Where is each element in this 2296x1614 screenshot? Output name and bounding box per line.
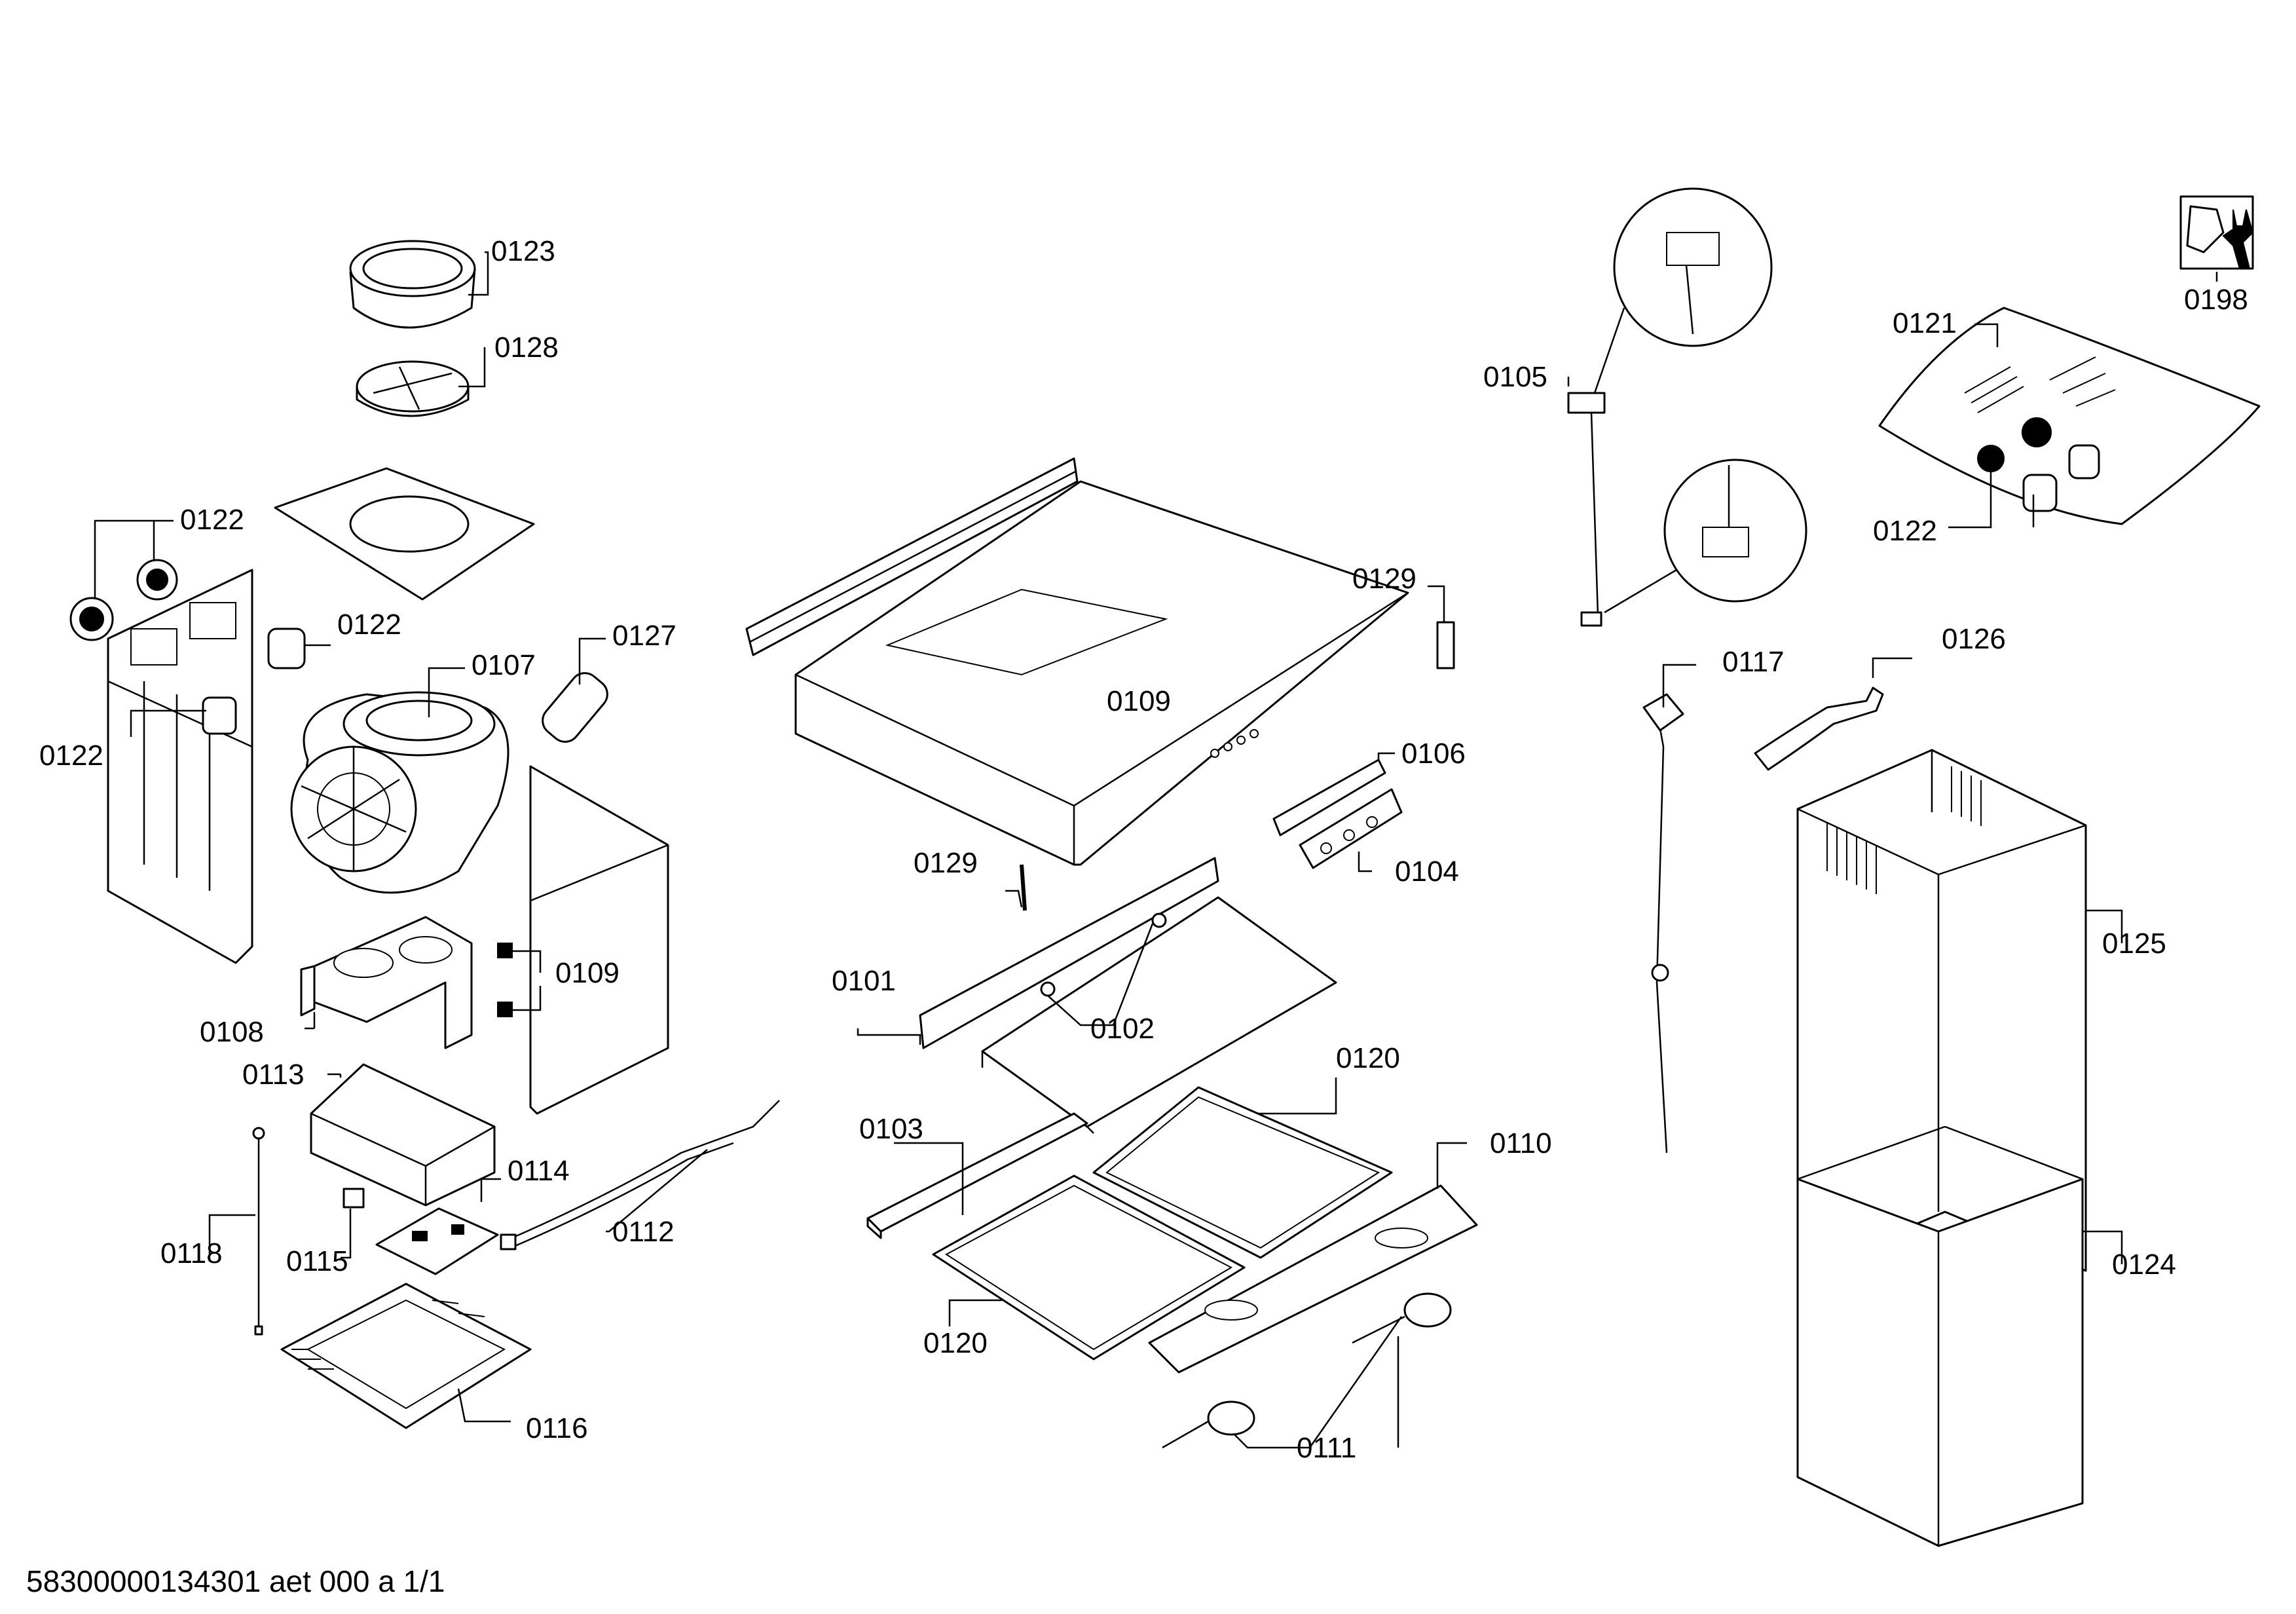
label-0106: 0106 <box>1401 738 1466 770</box>
part-0122-knob-b[interactable] <box>136 559 178 601</box>
label-0128: 0128 <box>494 331 559 364</box>
label-0129-b: 0129 <box>914 847 978 879</box>
part-0125-upper-chimney[interactable] <box>1796 749 2087 1275</box>
label-0117: 0117 <box>1722 646 1785 678</box>
label-0124: 0124 <box>2112 1248 2176 1281</box>
part-0112-wiring-harness[interactable] <box>500 1100 780 1250</box>
label-0102: 0102 <box>1090 1013 1155 1045</box>
label-0104: 0104 <box>1395 855 1459 888</box>
part-0122-cap-c[interactable] <box>267 628 306 669</box>
part-0122-cap-d[interactable] <box>202 696 237 735</box>
label-0110: 0110 <box>1490 1127 1552 1159</box>
part-0117-power-cord[interactable] <box>1642 693 1684 1154</box>
part-0120-grease-filter-b[interactable] <box>932 1174 1246 1361</box>
part-0122-knob-a[interactable] <box>69 597 114 641</box>
label-0122-b: 0122 <box>337 609 401 641</box>
part-0123-duct-ring[interactable] <box>349 240 476 329</box>
part-0108-motor-bracket[interactable] <box>300 916 473 1049</box>
label-0127: 0127 <box>612 620 676 652</box>
part-0124-lower-chimney[interactable] <box>1796 1125 2084 1547</box>
label-0126: 0126 <box>1942 623 2006 655</box>
part-0116-filter-tray[interactable] <box>280 1283 532 1429</box>
label-0113: 0113 <box>242 1059 305 1091</box>
label-0118: 0118 <box>160 1237 223 1269</box>
label-0125: 0125 <box>2102 928 2166 960</box>
part-0129-clip-right[interactable] <box>1436 621 1455 669</box>
part-0107-blower-motor[interactable] <box>290 691 509 894</box>
part-hood-canopy[interactable] <box>794 480 1409 866</box>
label-0109-a: 0109 <box>555 957 620 989</box>
label-0114: 0114 <box>508 1155 570 1187</box>
leader-lines <box>94 251 2218 1449</box>
label-0121: 0121 <box>1893 307 1957 339</box>
part-0111-lamp-a[interactable] <box>1162 1400 1255 1449</box>
label-0108: 0108 <box>200 1016 264 1048</box>
part-0118-ground-wire[interactable] <box>252 1127 265 1336</box>
label-0122-a: 0122 <box>180 504 244 536</box>
part-0128-backflow-damper[interactable] <box>356 360 470 417</box>
label-0112: 0112 <box>612 1216 675 1248</box>
label-0122-d: 0122 <box>1873 515 1937 547</box>
part-0129-clip-left[interactable] <box>1020 864 1027 911</box>
detail-connector-top <box>1593 187 1773 394</box>
wrench-on-nut-icon <box>2179 195 2254 270</box>
label-0120-a: 0120 <box>1336 1042 1400 1074</box>
part-0110-filter-frame-rear[interactable] <box>1148 1184 1478 1374</box>
part-hood-back-rail[interactable] <box>745 457 1079 656</box>
part-0114-circuit-board[interactable] <box>375 1207 499 1275</box>
label-0122-c: 0122 <box>39 740 103 772</box>
part-0102-filter-cover[interactable] <box>981 896 1337 1134</box>
document-id: 58300000134301 aet 000 a 1/1 <box>26 1564 445 1598</box>
part-0120-grease-filter-a[interactable] <box>1092 1086 1393 1259</box>
label-0107: 0107 <box>472 649 536 681</box>
part-0113-electronics-box[interactable] <box>310 1063 496 1207</box>
part-0121-accessory-bag[interactable] <box>1878 307 2261 525</box>
label-0101: 0101 <box>832 965 896 997</box>
label-0123: 0123 <box>491 235 555 267</box>
part-0115-switch[interactable] <box>343 1188 365 1209</box>
label-0115: 0115 <box>286 1245 348 1277</box>
part-0126-chimney-bracket[interactable] <box>1754 686 1884 771</box>
label-0120-b: 0120 <box>923 1327 988 1359</box>
label-0116: 0116 <box>526 1412 588 1444</box>
part-housing-side-panel[interactable] <box>497 765 669 1115</box>
part-0103-filter-frame[interactable] <box>866 1112 1088 1239</box>
label-0103: 0103 <box>859 1113 923 1145</box>
part-0101-front-strip[interactable] <box>919 857 1219 1049</box>
part-0106-control-bracket[interactable] <box>1272 759 1386 836</box>
part-0111-lamp-b[interactable] <box>1352 1292 1452 1344</box>
label-0198: 0198 <box>2184 284 2248 316</box>
part-0104-control-panel[interactable] <box>1299 788 1403 869</box>
part-motor-top-plate[interactable] <box>274 467 535 601</box>
label-0105: 0105 <box>1483 361 1547 393</box>
part-housing-back-panel[interactable] <box>107 569 253 964</box>
label-0111: 0111 <box>1297 1432 1356 1464</box>
detail-connector-bottom <box>1604 459 1807 614</box>
part-0127-capacitor[interactable] <box>537 667 614 748</box>
label-0129-a: 0129 <box>1352 563 1416 595</box>
label-0109-b: 0109 <box>1107 685 1171 717</box>
part-0105-cable[interactable] <box>1567 392 1606 627</box>
